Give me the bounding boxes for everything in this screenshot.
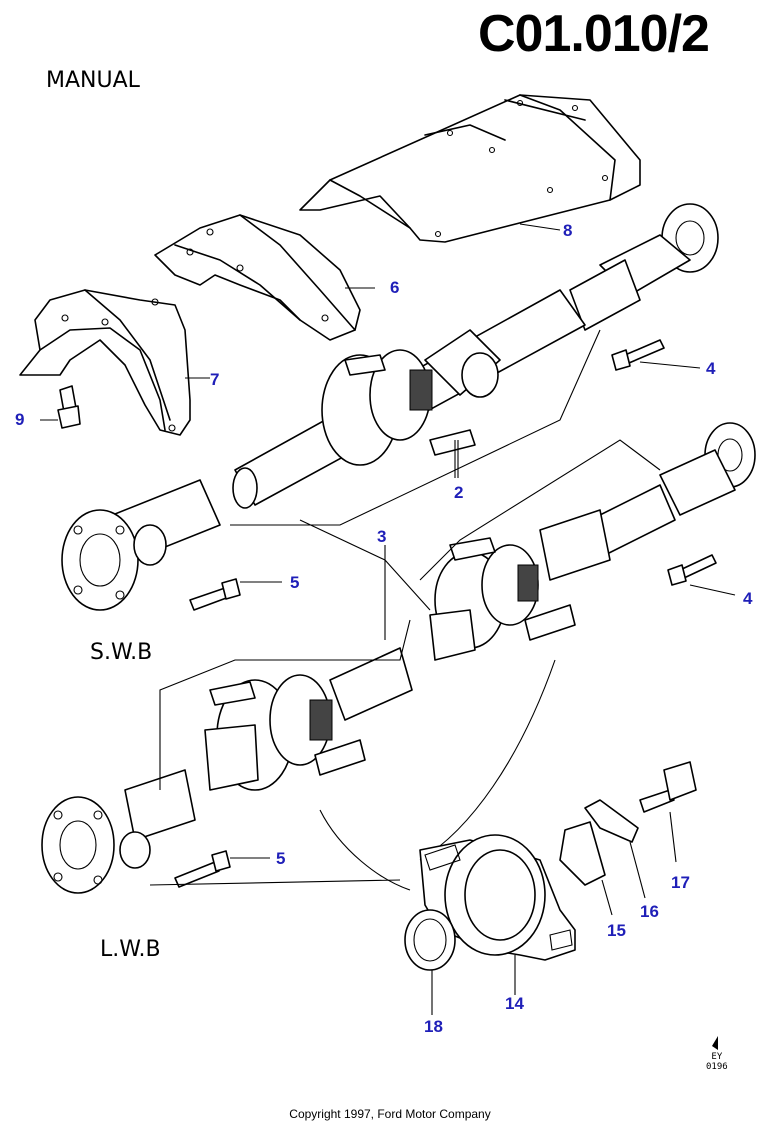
callout-4-lower: 4	[743, 589, 753, 608]
transmission-label: MANUAL	[46, 68, 140, 93]
lwb-front-section	[41, 619, 413, 894]
bolt-4-lower	[667, 554, 736, 596]
callout-4-upper: 4	[706, 359, 716, 378]
centre-bearing-detail	[319, 659, 697, 1015]
stamp-arrow-icon	[712, 1036, 718, 1050]
bolt-9	[40, 385, 81, 429]
callout-7: 7	[210, 370, 220, 389]
callout-2: 2	[454, 483, 464, 502]
bolt-5-upper	[189, 578, 282, 611]
lwb-label: L.W.B	[100, 937, 161, 962]
callout-3-leaders	[299, 519, 431, 640]
callout-18: 18	[424, 1017, 443, 1036]
copyright-notice: Copyright 1997, Ford Motor Company	[289, 1107, 491, 1121]
bolt-5-lower	[174, 850, 270, 888]
callout-6: 6	[390, 278, 400, 297]
callout-3: 3	[377, 527, 387, 546]
stamp-line-2: 0196	[706, 1062, 728, 1072]
callout-14: 14	[505, 994, 524, 1013]
callout-16: 16	[640, 902, 659, 921]
bracket-6	[154, 214, 375, 341]
callout-17: 17	[671, 873, 690, 892]
lwb-rear-section	[419, 422, 756, 661]
callout-15: 15	[607, 921, 626, 940]
callout-5-upper: 5	[290, 573, 300, 592]
callout-5-lower: 5	[276, 849, 286, 868]
callout-8: 8	[563, 221, 573, 240]
swb-propshaft	[61, 203, 719, 611]
diagram-code-title: C01.010/2	[478, 5, 710, 63]
drawing-stamp: EY 0196	[706, 1040, 728, 1072]
stamp-line-1: EY	[711, 1052, 723, 1062]
swb-label: S.W.B	[90, 640, 153, 665]
bracket-7	[19, 289, 210, 436]
heat-shield-8	[299, 94, 641, 243]
bolt-4-upper	[611, 339, 701, 371]
callout-9: 9	[15, 410, 25, 429]
